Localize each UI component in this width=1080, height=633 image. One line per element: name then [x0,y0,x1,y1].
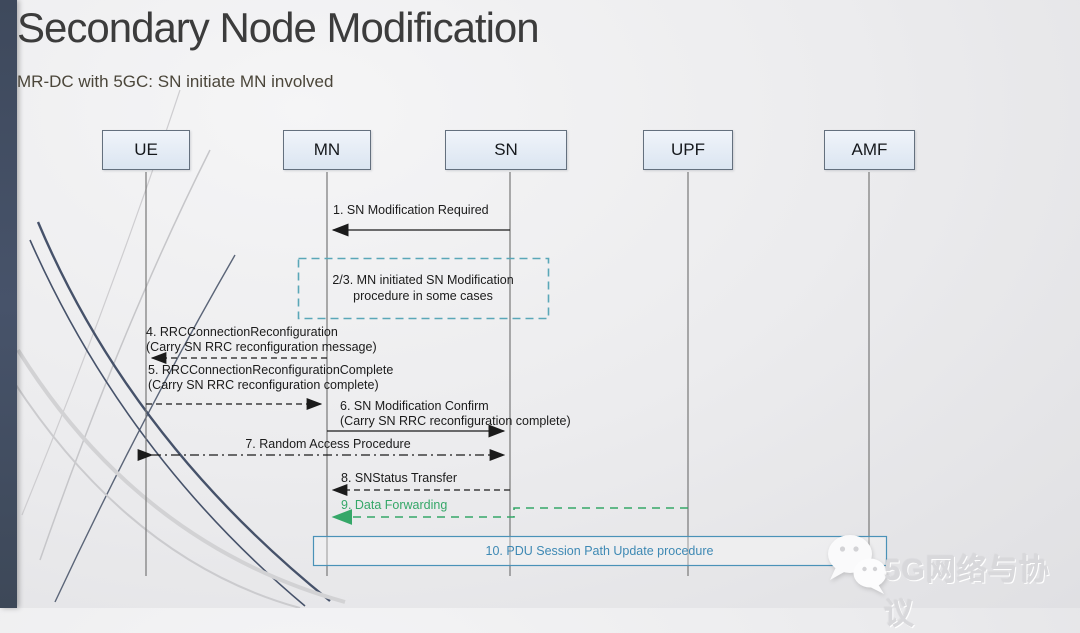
msg6-line1: 6. SN Modification Confirm [340,399,489,413]
msg4-label: 4. RRCConnectionReconfiguration (Carry S… [146,325,377,355]
msg8-label: 8. SNStatus Transfer [341,471,458,485]
actor-label-sn: SN [494,140,518,159]
arrow-msg9-data-forwarding [331,507,688,525]
lifelines [145,172,870,576]
actor-box-amf: AMF [824,130,915,170]
msg5-label: 5. RRCConnectionReconfigurationComplete … [148,363,393,393]
msg1-label: 1. SN Modification Required [333,203,489,217]
msg6-label: 6. SN Modification Confirm (Carry SN RRC… [340,399,571,429]
actor-label-amf: AMF [851,140,888,159]
wechat-icon [828,535,887,594]
msg4-line2: (Carry SN RRC reconfiguration message) [146,340,377,354]
ms5-line2: (Carry SN RRC reconfiguration complete) [148,378,379,392]
msg7-label: 7. Random Access Procedure [245,437,411,451]
actor-box-mn: MN [283,130,371,170]
actor-box-sn: SN [445,130,567,170]
msg6-line2: (Carry SN RRC reconfiguration complete) [340,414,571,428]
left-accent-bar [0,0,17,608]
msg10-label: 10. PDU Session Path Update procedure [485,544,714,558]
sequence-diagram-canvas [137,172,888,576]
msg9-label: 9. Data Forwarding [341,498,448,512]
note-box-2-3 [297,257,550,320]
note-2-3-text: 2/3. MN initiated SN Modification proced… [298,258,548,318]
note-2-3-line2: procedure in some cases [353,289,493,303]
procedure-box-10 [312,535,888,567]
slide-title: Secondary Node Modification [17,4,540,51]
actor-label-ue: UE [134,140,158,159]
msg4-line1: 4. RRCConnectionReconfiguration [146,325,338,339]
actor-box-upf: UPF [643,130,733,170]
actor-label-mn: MN [313,140,341,159]
msg5-line1: 5. RRCConnectionReconfigurationComplete [148,363,394,377]
watermark-text: 5G网络与协议 [884,554,1051,631]
note-2-3-line1: 2/3. MN initiated SN Modification [332,273,514,287]
actor-box-ue: UE [102,130,190,170]
slide-subtitle: MR-DC with 5GC: SN initiate MN involved [17,72,334,91]
actor-label-upf: UPF [671,140,705,159]
